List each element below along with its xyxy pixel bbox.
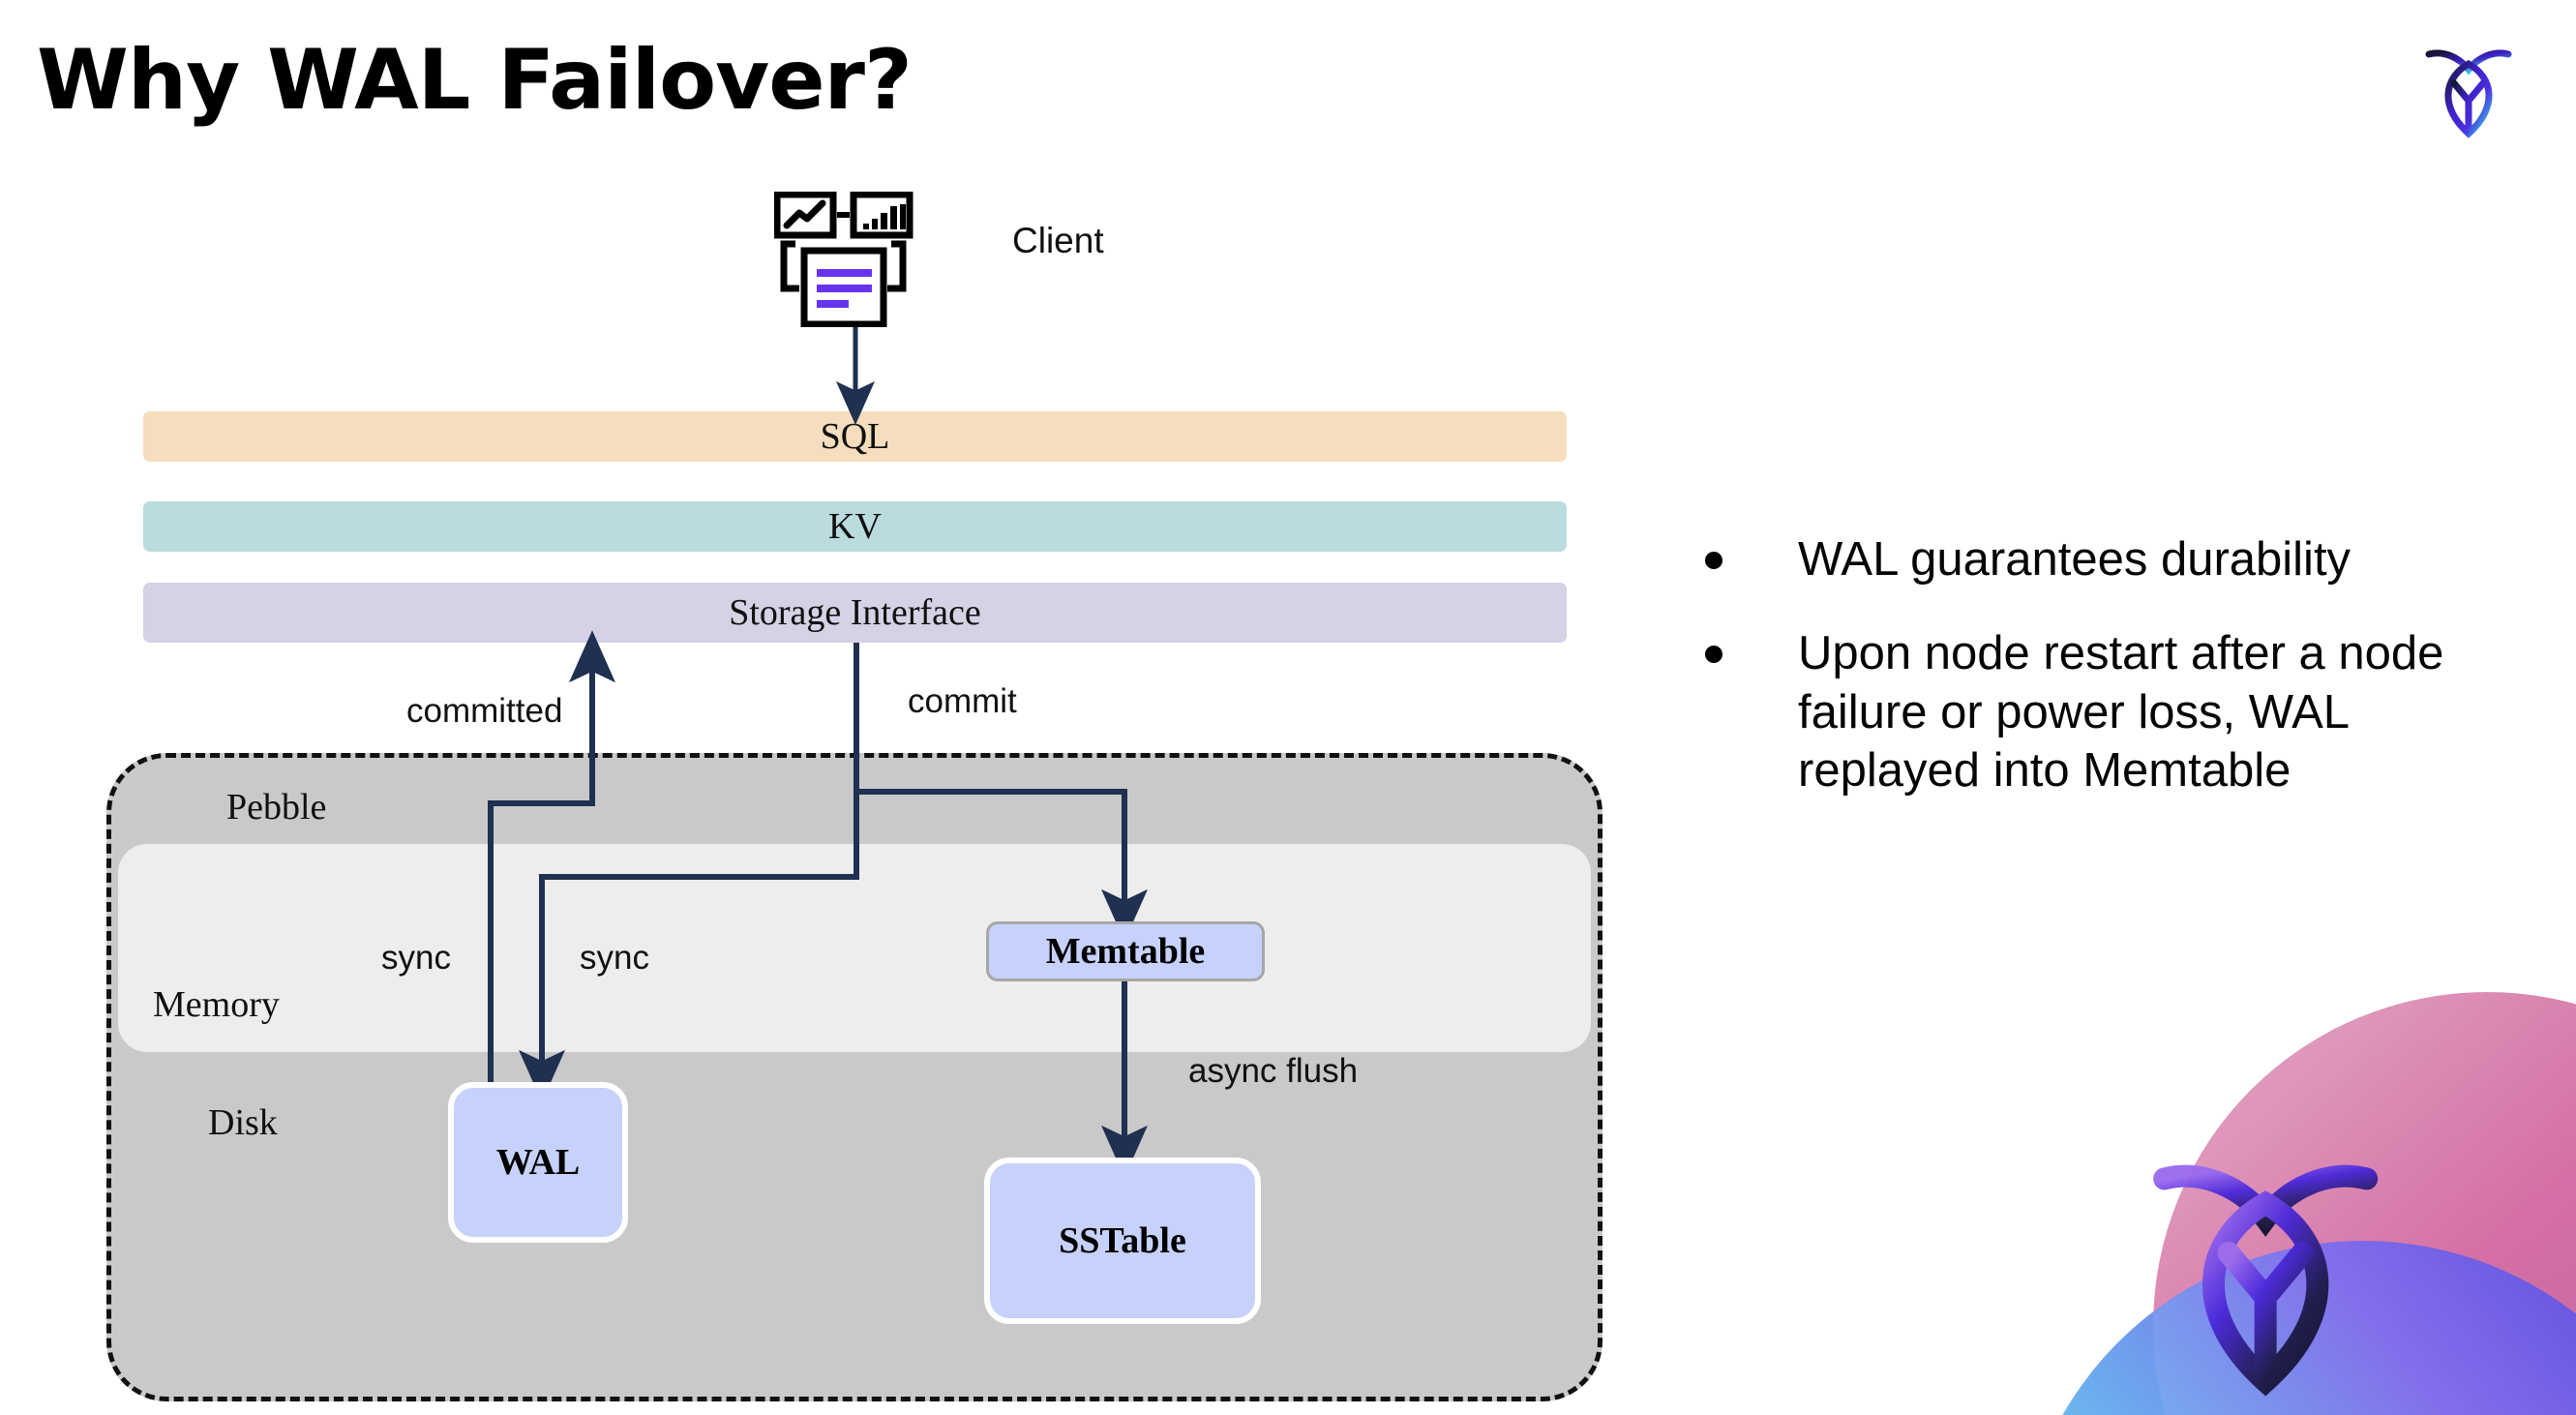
client-label: Client <box>1012 221 1104 260</box>
page-title: Why WAL Failover? <box>37 32 913 129</box>
node-wal: WAL <box>448 1082 628 1243</box>
edge-label-commit: commit <box>908 682 1017 720</box>
edge-label-committed: committed <box>406 692 563 730</box>
bullet-dot-icon <box>1705 552 1722 569</box>
bullet-list: WAL guarantees durability Upon node rest… <box>1705 530 2499 835</box>
node-wal-label: WAL <box>495 1142 581 1183</box>
stack-layer-kv-label: KV <box>828 506 882 547</box>
edge-label-sync-left: sync <box>381 939 451 977</box>
disk-label: Disk <box>208 1102 278 1143</box>
pebble-label: Pebble <box>226 787 327 828</box>
stack-layer-storage-interface: Storage Interface <box>143 583 1567 643</box>
edge-label-async-flush: async flush <box>1188 1052 1359 1090</box>
decorative-corner-artwork <box>1945 910 2576 1415</box>
node-memtable: Memtable <box>986 921 1265 981</box>
bullet-text: Upon node restart after a node failure o… <box>1798 626 2444 798</box>
stack-layer-sql: SQL <box>143 411 1567 462</box>
list-item: Upon node restart after a node failure o… <box>1705 624 2499 800</box>
node-memtable-label: Memtable <box>1045 931 1206 972</box>
node-sstable: SSTable <box>984 1158 1261 1324</box>
node-sstable-label: SSTable <box>1059 1220 1186 1261</box>
stack-layer-sql-label: SQL <box>820 416 890 457</box>
stack-layer-kv: KV <box>143 501 1567 552</box>
memory-label: Memory <box>153 984 280 1025</box>
stack-layer-storage-interface-label: Storage Interface <box>729 592 981 633</box>
client-dashboard-icon <box>773 191 929 328</box>
list-item: WAL guarantees durability <box>1705 530 2499 589</box>
memory-band <box>118 844 1591 1052</box>
bullet-text: WAL guarantees durability <box>1798 533 2351 586</box>
edge-label-sync-right: sync <box>580 939 649 977</box>
cockroachdb-logo-icon <box>2417 37 2520 143</box>
bullet-dot-icon <box>1705 645 1722 663</box>
